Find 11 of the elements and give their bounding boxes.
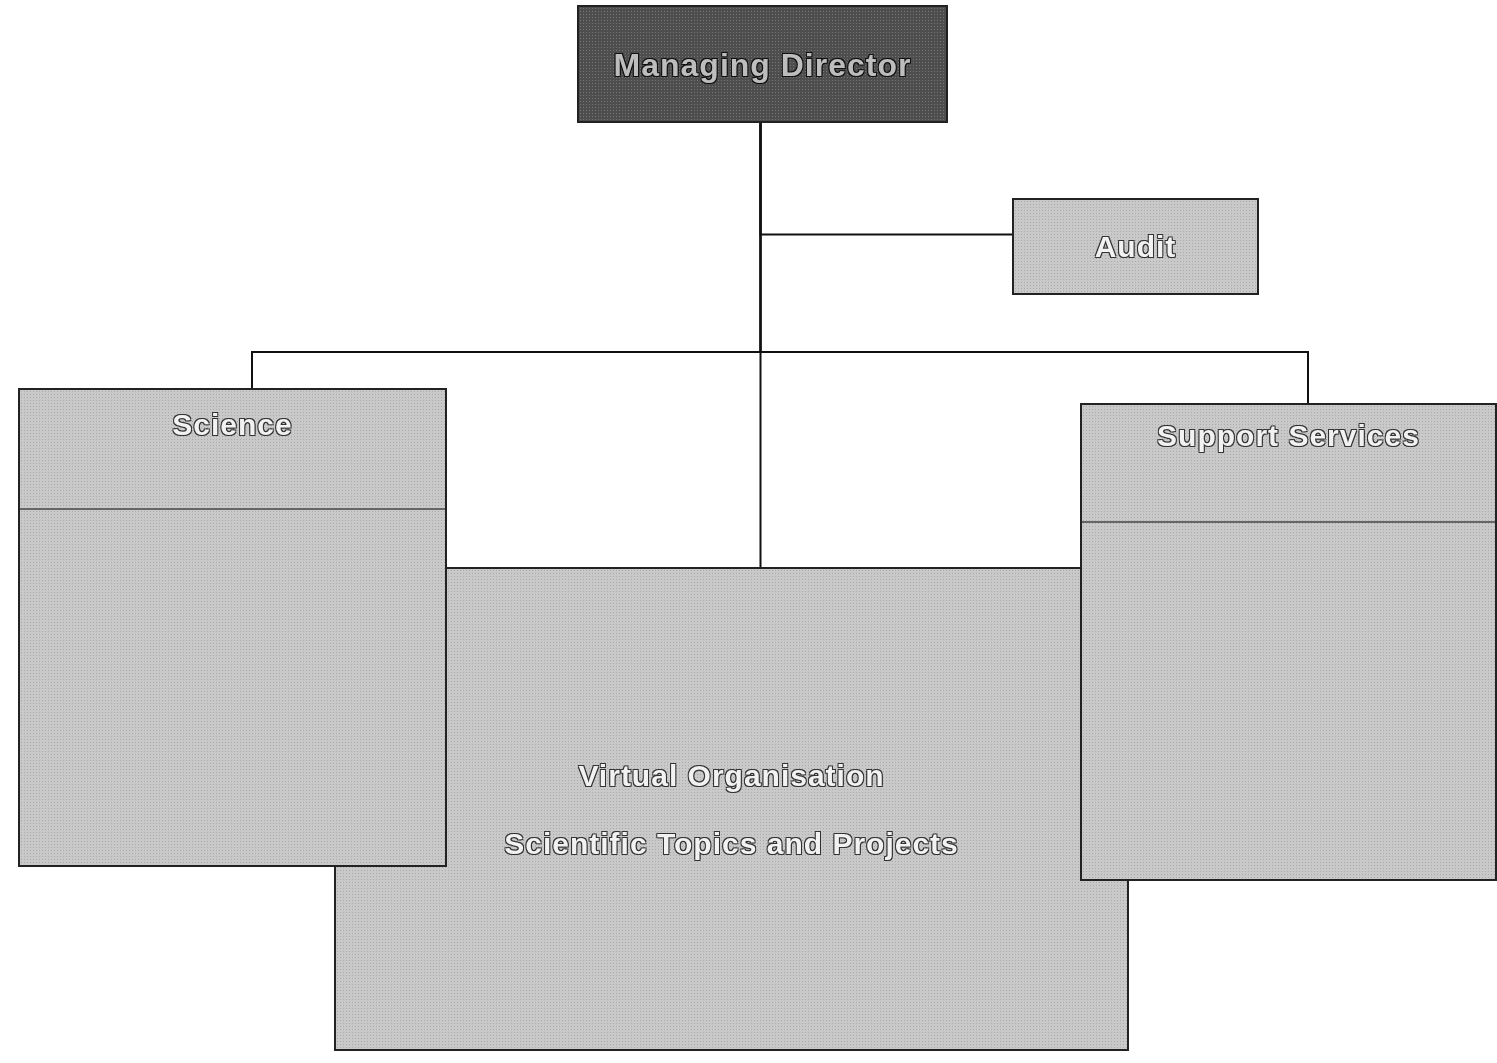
audit-box xyxy=(1012,198,1259,295)
director-box xyxy=(577,5,948,123)
box-subtitle: Scientific Topics and Projects xyxy=(503,827,960,861)
department-box xyxy=(1080,403,1497,881)
box-title: Science xyxy=(171,408,294,442)
box-title: Audit xyxy=(1093,230,1178,264)
box-title: Virtual Organisation xyxy=(577,759,886,793)
connector-line xyxy=(759,122,1309,404)
box-title: Managing Director xyxy=(612,47,913,84)
department-box xyxy=(18,388,447,867)
box-title: Support Services xyxy=(1156,419,1421,453)
